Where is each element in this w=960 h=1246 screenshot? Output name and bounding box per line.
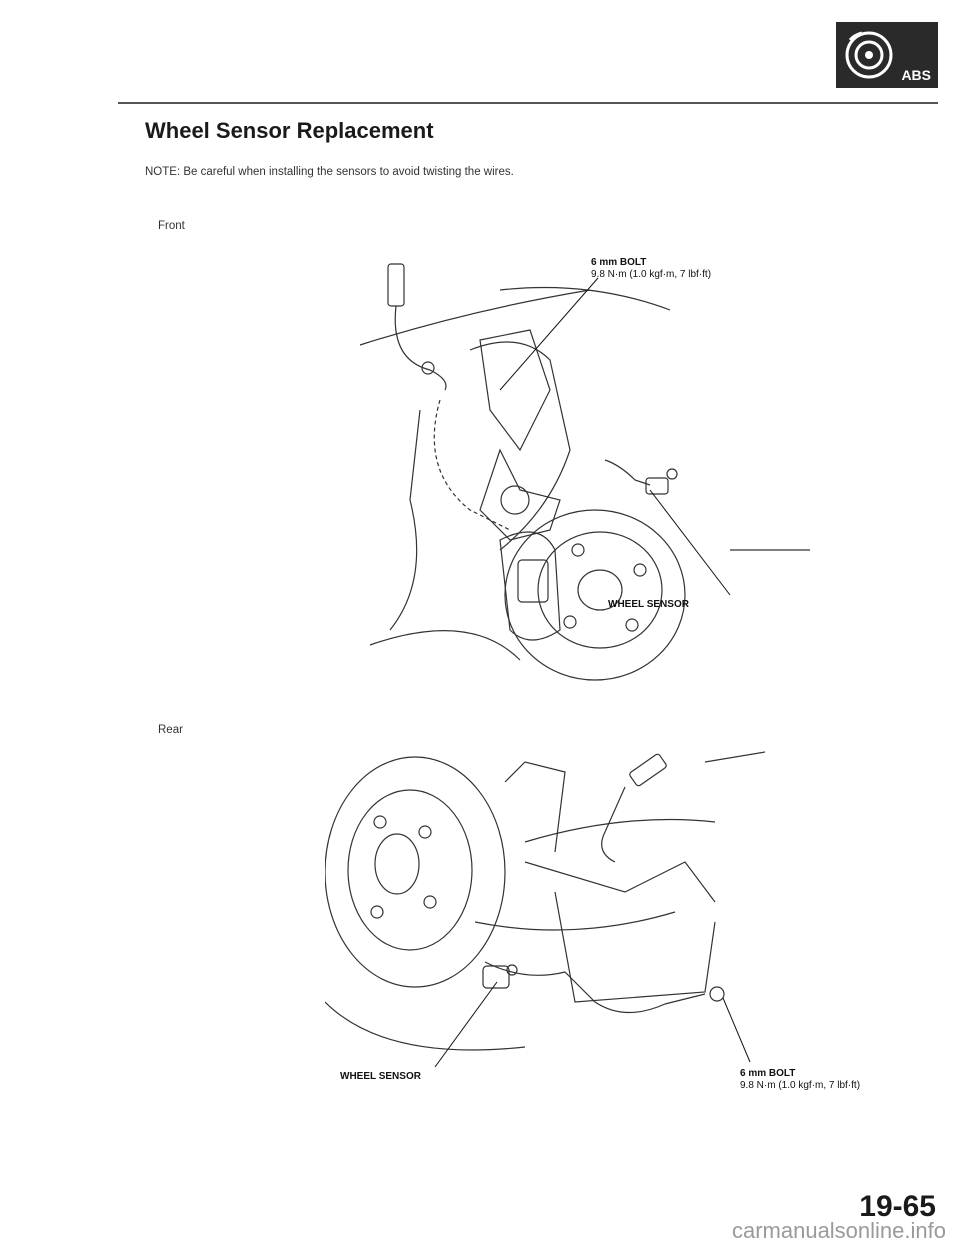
rear-section-label: Rear xyxy=(158,724,183,736)
header-rule xyxy=(118,102,938,104)
note-text: NOTE: Be careful when installing the sen… xyxy=(145,166,514,178)
abs-section-badge: ABS xyxy=(836,22,938,88)
page-title: Wheel Sensor Replacement xyxy=(145,118,434,143)
front-bolt-label: 6 mm BOLT xyxy=(591,257,647,268)
front-section-label: Front xyxy=(158,220,185,232)
front-wheel-sensor-label: WHEEL SENSOR xyxy=(608,599,689,610)
front-bolt-callout: 6 mm BOLT 9.8 N·m (1.0 kgf·m, 7 lbf·ft) xyxy=(591,257,711,281)
rear-bolt-callout: 6 mm BOLT 9.8 N·m (1.0 kgf·m, 7 lbf·ft) xyxy=(740,1068,860,1092)
front-wheel-illustration xyxy=(359,263,810,681)
rear-bolt-label: 6 mm BOLT xyxy=(740,1068,796,1079)
footer-watermark: carmanualsonline.info xyxy=(731,1218,946,1243)
abs-badge-text: ABS xyxy=(901,67,931,83)
abs-brake-icon xyxy=(845,31,893,79)
rear-bolt-torque-spec: 9.8 N·m (1.0 kgf·m, 7 lbf·ft) xyxy=(740,1080,861,1091)
front-bolt-torque-spec: 9.8 N·m (1.0 kgf·m, 7 lbf·ft) xyxy=(591,269,712,280)
rear-wheel-illustration xyxy=(325,751,765,1068)
page-number: 19-65 xyxy=(859,1190,936,1223)
rear-wheel-sensor-label: WHEEL SENSOR xyxy=(340,1071,421,1082)
